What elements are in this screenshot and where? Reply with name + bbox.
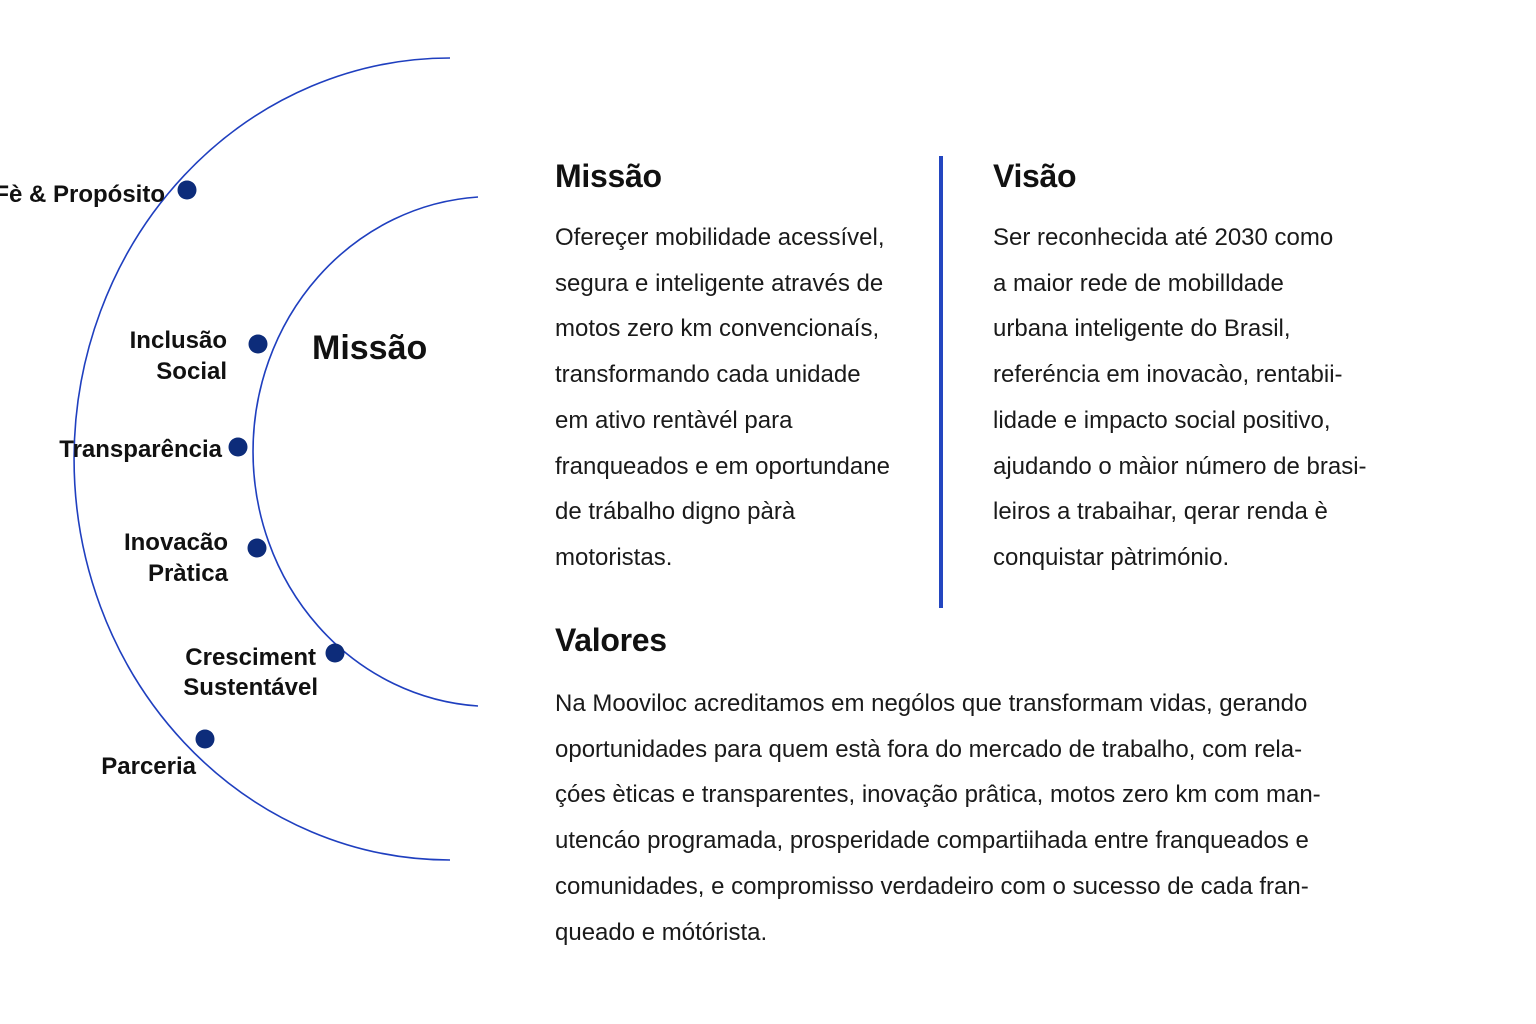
visao-title: Visão bbox=[993, 158, 1077, 194]
node-dot-inclusao-social bbox=[248, 334, 268, 354]
visao-text: Ser reconhecida até 2030 como a maior re… bbox=[993, 215, 1367, 581]
visao-line: urbana inteligente do Brasil, bbox=[993, 315, 1291, 343]
valores-line: çóes èticas e transparentes, inovação pr… bbox=[555, 781, 1321, 809]
missao-line: motos zero km convencionaís, bbox=[555, 315, 880, 343]
node-label-transparencia: Transparência bbox=[59, 436, 222, 463]
node-label-inovacao-pratica-line2: Pràtica bbox=[148, 560, 229, 587]
node-dot-parceria bbox=[195, 729, 215, 749]
valores-line: queado e mótórista. bbox=[555, 918, 768, 946]
missao-line: franqueados e em oportundane bbox=[555, 452, 890, 480]
inner-arc bbox=[252, 196, 479, 707]
visao-line: conquistar pàtrimónio. bbox=[993, 543, 1230, 571]
missao-text: Ofereçer mobilidade acessível, segura e … bbox=[555, 215, 890, 581]
valores-line: utencáo programada, prosperidade compart… bbox=[555, 827, 1309, 855]
visao-line: lidade e impacto social positivo, bbox=[993, 406, 1331, 434]
missao-line: de trábalho digno pàrà bbox=[555, 498, 796, 526]
outer-arc bbox=[73, 57, 451, 861]
visao-line: ajudando o màior número de brasi- bbox=[993, 452, 1367, 480]
missao-line: em ativo rentàvél para bbox=[555, 406, 793, 434]
node-label-crescimento-line1: Cresciment bbox=[185, 644, 316, 671]
node-label-inovacao-pratica-line1: Inovacão bbox=[124, 529, 228, 556]
center-label: Missão bbox=[312, 329, 427, 367]
node-label-crescimento-line2: Sustentável bbox=[183, 674, 318, 701]
visao-line: referéncia em inovacào, rentabii- bbox=[993, 361, 1343, 389]
missao-title: Missão bbox=[555, 158, 662, 194]
visao-line: Ser reconhecida até 2030 como bbox=[993, 224, 1334, 251]
node-dot-crescimento-sustentavel bbox=[325, 643, 345, 663]
column-divider bbox=[939, 156, 943, 608]
missao-line: segura e inteligente através de bbox=[555, 269, 884, 297]
valores-line: oportunidades para quem està fora do mer… bbox=[555, 735, 1303, 763]
visao-line: leiros a trabaihar, qerar renda è bbox=[993, 498, 1328, 526]
visao-line: a maior rede de mobilldade bbox=[993, 269, 1284, 297]
node-label-inclusao-social-line2: Social bbox=[156, 358, 227, 385]
valores-line: comunidades, e compromisso verdadeiro co… bbox=[555, 872, 1309, 900]
values-arc-diagram: Fè & Propósito Parceria Inclusão Social … bbox=[0, 57, 479, 861]
valores-line: Na Mooviloc acreditamos em nególos que t… bbox=[555, 690, 1308, 717]
valores-title: Valores bbox=[555, 622, 667, 658]
node-label-fe-proposito: Fè & Propósito bbox=[0, 181, 165, 208]
node-label-parceria: Parceria bbox=[101, 753, 196, 780]
valores-text: Na Mooviloc acreditamos em nególos que t… bbox=[555, 681, 1321, 955]
node-dot-transparencia bbox=[228, 437, 248, 457]
missao-line: Ofereçer mobilidade acessível, bbox=[555, 224, 885, 251]
node-label-inclusao-social-line1: Inclusão bbox=[130, 327, 227, 354]
missao-line: transformando cada unidade bbox=[555, 361, 861, 389]
missao-line: motoristas. bbox=[555, 543, 673, 571]
node-dot-fe-proposito bbox=[177, 180, 197, 200]
node-dot-inovacao-pratica bbox=[247, 538, 267, 558]
